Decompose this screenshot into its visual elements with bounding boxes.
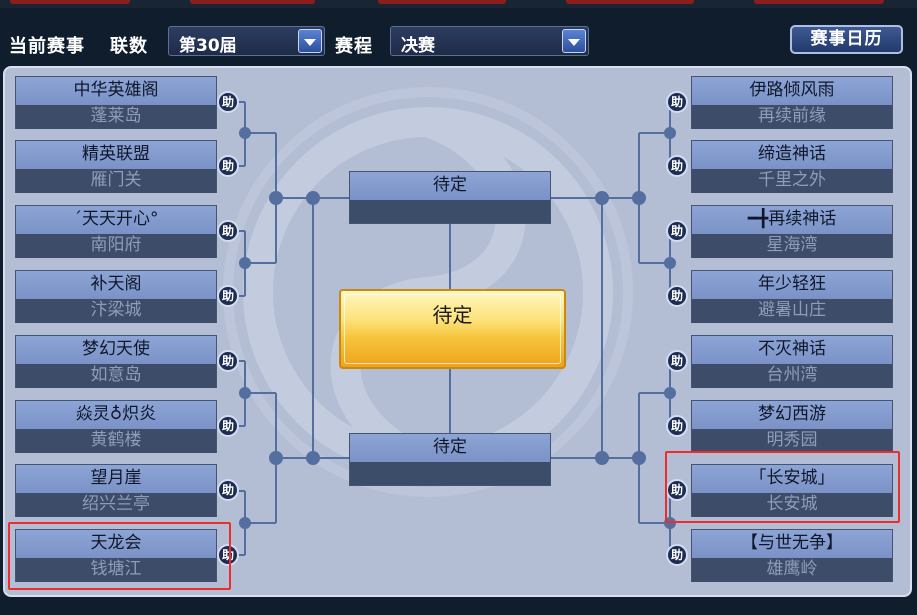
final-box-frame [344,294,561,364]
final-box: 待定 [339,289,566,369]
team-name: ━╋再续神话 [692,206,892,234]
assist-icon[interactable]: 助 [666,220,688,242]
league-select-value: 第30届 [179,36,237,56]
final-label: 待定 [432,303,473,327]
assist-icon[interactable]: 助 [217,544,239,566]
left-team-2[interactable]: 精英联盟 雁门关 [15,140,217,193]
assist-icon[interactable]: 助 [217,415,239,437]
event-calendar-button[interactable]: 赛事日历 [790,25,903,54]
assist-icon[interactable]: 助 [666,91,688,113]
assist-icon[interactable]: 助 [666,285,688,307]
right-team-8[interactable]: 【与世无争】 雄鹰岭 [691,529,893,582]
semifinal-bottom: 待定 [349,433,551,486]
left-team-6[interactable]: 焱灵♁炽炎 黄鹤楼 [15,400,217,453]
team-server: 千里之外 [692,169,892,193]
team-server: 长安城 [692,493,892,517]
bracket-lines [237,101,678,556]
assist-icon[interactable]: 助 [217,91,239,113]
team-server: 南阳府 [16,234,216,258]
assist-icon[interactable]: 助 [666,350,688,372]
team-server: 星海湾 [692,234,892,258]
assist-icon[interactable]: 助 [217,220,239,242]
team-name: 天龙会 [16,530,216,558]
assist-icon[interactable]: 助 [666,155,688,177]
team-name: 梦幻天使 [16,336,216,364]
left-team-1[interactable]: 中华英雄阁 蓬莱岛 [15,76,217,129]
team-server: 汴梁城 [16,299,216,323]
left-team-8[interactable]: 天龙会 钱塘江 [15,529,217,582]
team-server: 蓬莱岛 [16,105,216,129]
assist-icon[interactable]: 助 [217,350,239,372]
stage-select[interactable]: 决赛 [390,26,589,56]
current-event-label: 当前赛事 [9,36,85,57]
team-server: 台州湾 [692,364,892,388]
team-server: 钱塘江 [16,558,216,582]
left-team-7[interactable]: 望月崖 绍兴兰亭 [15,464,217,517]
semifinal-top-label: 待定 [350,172,550,200]
team-name: ˊ天天开心° [16,206,216,234]
team-server: 再续前缘 [692,105,892,129]
right-team-5[interactable]: 不灭神话 台州湾 [691,335,893,388]
right-team-6[interactable]: 梦幻西游 明秀园 [691,400,893,453]
chevron-down-icon[interactable] [562,29,586,53]
team-name: 补天阁 [16,271,216,299]
team-name: 中华英雄阁 [16,77,216,105]
right-team-4[interactable]: 年少轻狂 避暑山庄 [691,270,893,323]
assist-icon[interactable]: 助 [666,544,688,566]
team-name: 年少轻狂 [692,271,892,299]
team-server: 避暑山庄 [692,299,892,323]
team-server: 如意岛 [16,364,216,388]
team-name: 梦幻西游 [692,401,892,429]
team-name: 伊路倾风雨 [692,77,892,105]
top-strip [0,0,917,8]
assist-icon[interactable]: 助 [217,285,239,307]
right-team-2[interactable]: 缔造神话 千里之外 [691,140,893,193]
team-server: 雄鹰岭 [692,558,892,582]
assist-icon[interactable]: 助 [217,479,239,501]
stage-select-value: 决赛 [401,36,435,56]
assist-icon[interactable]: 助 [666,479,688,501]
highlight-frame-left [8,522,231,590]
semifinal-top: 待定 [349,171,551,224]
right-team-7[interactable]: 「长安城」 长安城 [691,464,893,517]
semifinal-bottom-label: 待定 [350,434,550,462]
team-name: 精英联盟 [16,141,216,169]
stage-label: 赛程 [335,36,373,57]
team-name: 【与世无争】 [692,530,892,558]
highlight-frame-right [665,451,900,523]
bracket-panel: 中华英雄阁 蓬莱岛 助 精英联盟 雁门关 助 ˊ天天开心° 南阳府 助 补天阁 … [3,66,912,597]
team-server: 雁门关 [16,169,216,193]
team-name: 「长安城」 [692,465,892,493]
right-team-1[interactable]: 伊路倾风雨 再续前缘 [691,76,893,129]
left-team-4[interactable]: 补天阁 汴梁城 [15,270,217,323]
assist-icon[interactable]: 助 [217,155,239,177]
left-team-5[interactable]: 梦幻天使 如意岛 [15,335,217,388]
league-label: 联数 [110,36,148,57]
team-name: 不灭神话 [692,336,892,364]
left-team-3[interactable]: ˊ天天开心° 南阳府 [15,205,217,258]
right-team-3[interactable]: ━╋再续神话 星海湾 [691,205,893,258]
team-name: 望月崖 [16,465,216,493]
team-server: 黄鹤楼 [16,429,216,453]
team-name: 焱灵♁炽炎 [16,401,216,429]
team-server: 明秀园 [692,429,892,453]
toolbar: 当前赛事 联数 第30届 赛程 决赛 赛事日历 [0,22,917,62]
assist-icon[interactable]: 助 [666,415,688,437]
team-server: 绍兴兰亭 [16,493,216,517]
league-select[interactable]: 第30届 [168,26,325,56]
chevron-down-icon[interactable] [298,29,322,53]
team-name: 缔造神话 [692,141,892,169]
